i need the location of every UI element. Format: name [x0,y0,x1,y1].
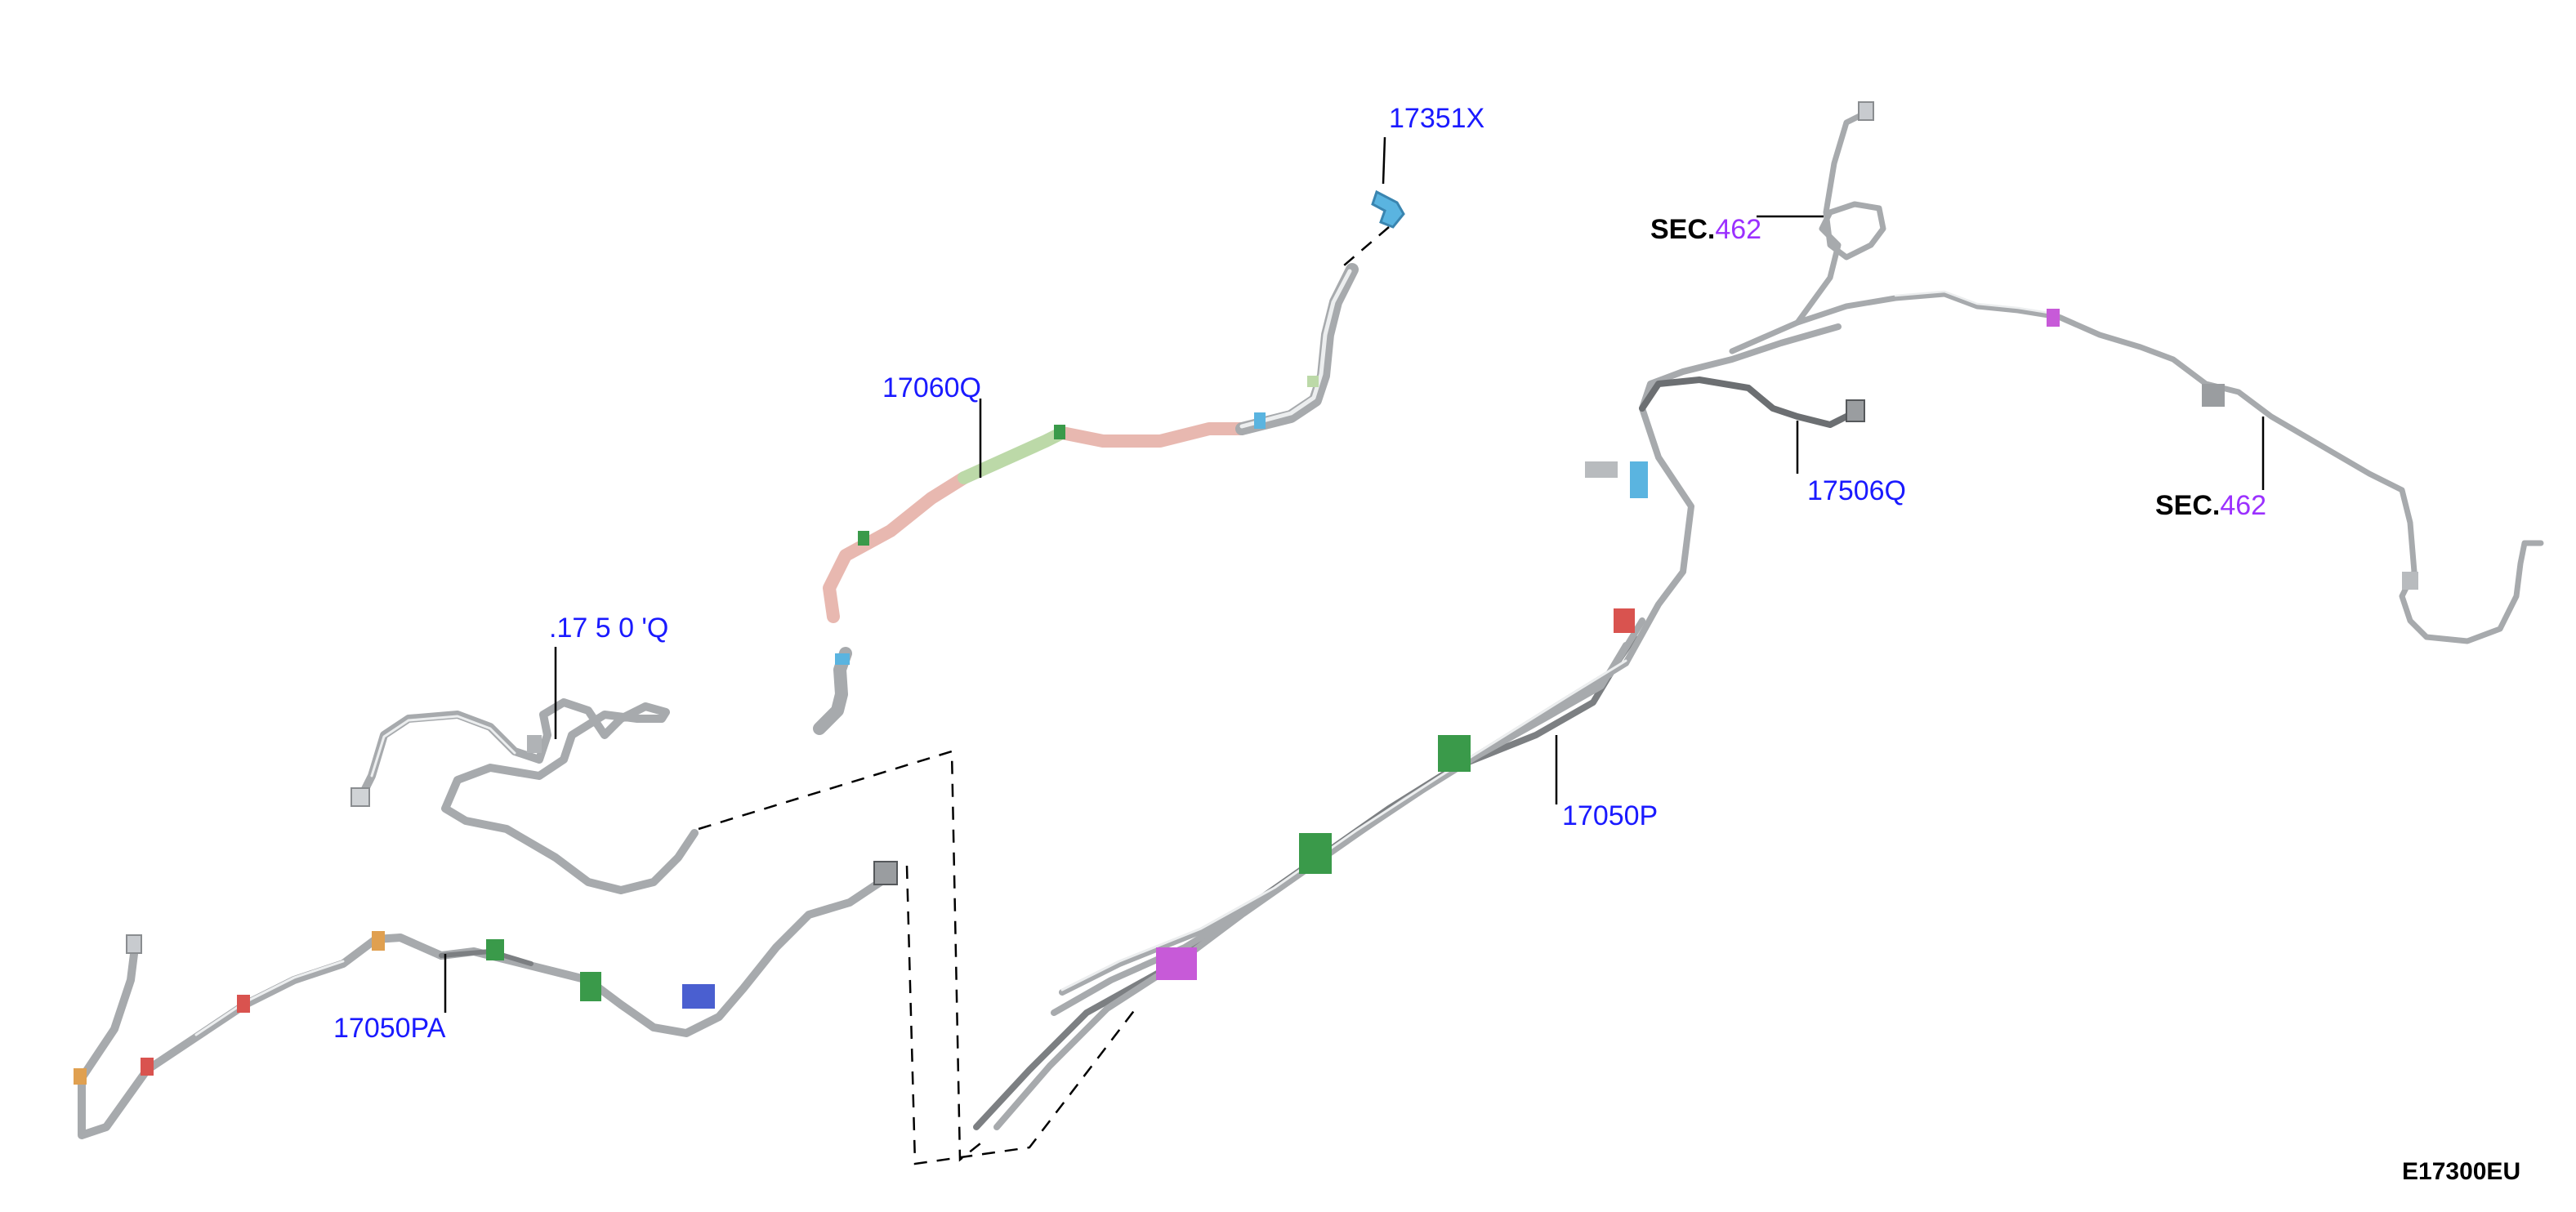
callout-17050PA[interactable]: 17050PA [333,1013,446,1044]
clip-icon [372,931,385,951]
clip-icon [74,1068,87,1085]
clip-icon [1630,461,1648,498]
clip-icon [141,1058,154,1076]
clip-icon [1156,947,1197,980]
clip-icon [527,735,542,753]
callout-17351X[interactable]: 17351X [1389,103,1485,134]
fitting-icon [2402,572,2418,590]
pipe-upper-left [350,698,699,894]
callout-17060Q[interactable]: 17060Q [882,372,981,403]
clip-icon [1438,735,1471,772]
clip-icon [835,653,850,665]
pipe-upper-right [1729,101,2544,644]
clip-icon [1307,376,1319,387]
callout-sec-right[interactable]: SEC.462 [2155,492,2266,519]
clip-icon [486,939,504,960]
sec-number: 462 [2220,490,2267,521]
fitting-icon [1858,101,1874,121]
hose-17060Q [813,263,1359,735]
fitting-icon [873,861,898,885]
sec-prefix: SEC. [1650,214,1716,245]
pipe-bundle-17050P [973,323,1842,1130]
fitting-icon [1585,461,1618,478]
connector-17351X [1371,189,1405,229]
callout-17050P[interactable]: 17050P [1562,800,1659,831]
clip-icon [1054,425,1065,439]
clip-icon [1299,833,1332,874]
callout-partial[interactable]: .17 5 0 'Q [549,613,669,644]
clip-icon [237,995,250,1013]
pipe-17050PA [74,861,898,1139]
clip-icon [2047,309,2060,327]
clip-icon [858,531,869,546]
clip-icon [580,972,601,1001]
callout-17506Q[interactable]: 17506Q [1807,475,1906,506]
clip-icon [682,984,715,1009]
fitting-icon [1846,399,1865,422]
clip-icon [1614,608,1635,633]
sec-number: 462 [1715,214,1762,245]
sec-prefix: SEC. [2155,490,2221,521]
fitting-icon [126,934,142,954]
fitting-icon [350,787,370,807]
pipe-17506Q [1639,377,1865,428]
leader-17351X [1382,136,1386,185]
fitting-icon [2202,384,2225,407]
diagram-id: E17300EU [2402,1158,2521,1185]
clip-icon [1254,412,1266,429]
callout-sec-top[interactable]: SEC.462 [1650,216,1761,243]
